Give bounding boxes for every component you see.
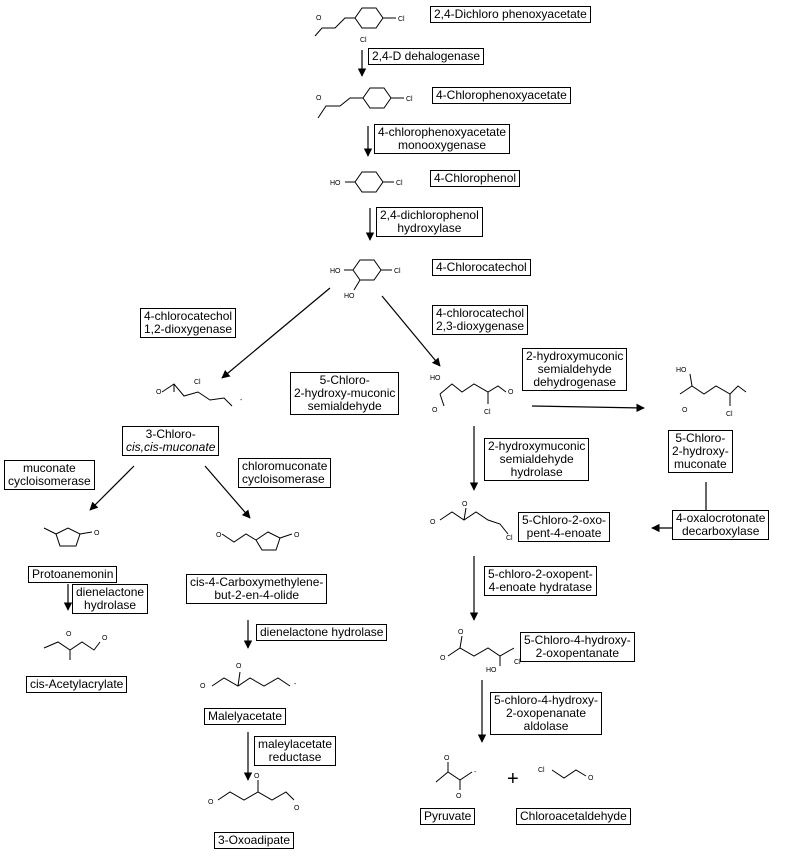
structure-acetylacrylate: O O [43,631,108,660]
svg-text:O: O [208,799,214,806]
svg-text:O: O [432,407,438,414]
svg-text:O: O [456,793,462,800]
svg-text:Cl: Cl [194,379,201,386]
svg-text:Cl: Cl [406,96,413,103]
arrow-c11-c12 [531,403,645,413]
structure-chlorocatechol: HO HO Cl [330,259,401,300]
compound-label: 5-Chloro-4-hydroxy-2-oxopentanate [520,632,635,662]
reaction-arrows [63,50,707,781]
structure-chloroacetaldehyde: Cl O [538,767,594,782]
compound-label: Malelyacetate [204,708,287,725]
compound-label: 5-Chloro-2-oxo-pent-4-enoate [518,512,611,542]
svg-text:O: O [254,773,260,780]
svg-text:HO: HO [344,293,355,300]
svg-text:Cl: Cl [360,37,367,44]
plus-sign: + [507,768,519,790]
svg-text:O: O [156,389,162,396]
structure-oxopentenoate: O O Cl [430,501,513,542]
svg-text:O: O [430,519,436,526]
svg-text:Cl: Cl [394,268,401,275]
svg-text:-: - [294,681,297,688]
svg-text:-: - [474,769,477,776]
svg-text:O: O [682,407,688,414]
svg-text:O: O [200,683,206,690]
svg-text:HO: HO [430,375,441,382]
svg-text:Cl: Cl [514,659,521,666]
svg-text:O: O [316,95,322,102]
arrow-c5-c8 [204,465,251,519]
svg-text:HO: HO [486,667,497,674]
structure-chlorophenoxyacetate: Cl O [316,87,413,119]
compound-label: cis-4-Carboxymethylene-but-2-en-4-olide [186,574,328,604]
svg-text:O: O [236,663,242,670]
svg-text:O: O [316,15,322,22]
compound-label: 2,4-Dichloro phenoxyacetate [430,6,591,23]
svg-text:O: O [440,655,446,662]
svg-text:Cl: Cl [484,409,491,416]
svg-text:Cl: Cl [538,767,545,774]
structure-hydroxyoxopentanoate: O O HO Cl [440,629,521,674]
compound-label: 4-Chlorophenol [430,170,521,187]
svg-text:O: O [94,530,100,537]
compound-label: Protoanemonin [28,566,118,583]
structure-chlorophenol: HO Cl [330,171,403,193]
svg-text:O: O [294,532,300,539]
compound-label: Pyruvate [420,808,476,825]
structure-semialdehyde: HO O O Cl [430,375,514,416]
svg-text:Cl: Cl [506,535,513,542]
structure-protoanemonin: O [43,527,100,547]
structure-oxoadipate: O O O [208,773,300,812]
arrow-c5-c6 [89,465,135,511]
svg-text:O: O [444,755,450,762]
svg-text:HO: HO [676,367,687,374]
structure-carboxymethylene-butenolide: O O [216,531,300,551]
svg-text:HO: HO [330,180,341,187]
structure-chloromuconate: O Cl - [156,379,243,407]
enzyme-label: 2,4-D dehalogenase [368,48,485,65]
enzyme-label: dienelactone hydrolase [256,624,388,641]
svg-text:O: O [216,532,222,539]
structure-pyruvate: O O - [435,755,477,800]
svg-text:O: O [66,631,72,638]
compound-label: cis-Acetylacrylate [26,676,128,693]
compound-label: 3-Oxoadipate [214,832,295,849]
arrow-c4-c11 [381,295,441,367]
svg-text:O: O [458,629,464,636]
structure-malelyacetate: O O - [200,663,297,690]
svg-text:O: O [588,775,594,782]
svg-text:Cl: Cl [396,180,403,187]
structure-hydroxymuconate: HO O Cl [676,367,747,418]
compound-label: 4-Chlorophenoxyacetate [432,87,571,104]
svg-text:O: O [294,805,300,812]
svg-text:Cl: Cl [726,411,733,418]
svg-text:O: O [462,501,468,508]
svg-text:O: O [508,389,514,396]
svg-text:O: O [102,635,108,642]
compound-label: 5-Chloro-2-hydroxy-muconate [668,430,733,473]
svg-text:HO: HO [330,268,341,275]
structure-dichlorophenoxyacetate: Cl Cl O [314,7,405,44]
compound-label: 4-Chlorocatechol [432,259,531,276]
compound-label: Chloroacetaldehyde [516,808,631,825]
svg-text:Cl: Cl [398,16,405,23]
chemical-structures: Cl Cl O Cl O HO Cl HO HO Cl [43,7,747,812]
arrow-c4-c5 [221,287,331,379]
svg-text:-: - [240,397,243,404]
enzyme-label: 5-chloro-2-oxopent-4-enoate hydratase [484,566,597,596]
compound-label: 3-Chloro-cis,cis-muconate [122,426,220,456]
